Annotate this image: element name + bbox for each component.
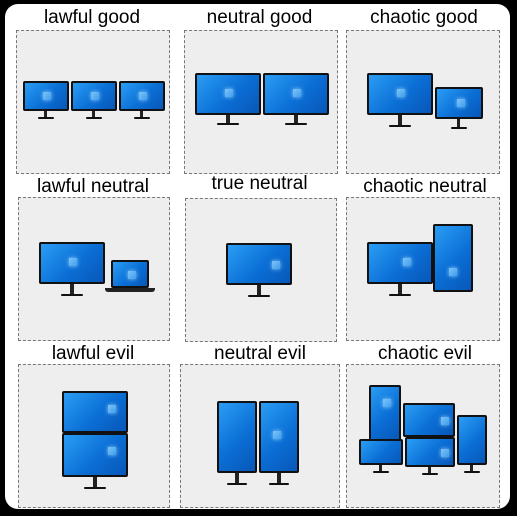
cell-label: chaotic good: [370, 7, 478, 28]
cell-label: lawful evil: [51, 343, 135, 364]
cell-label: lawful neutral: [37, 176, 149, 197]
cell-chaotic-good: chaotic good: [346, 6, 502, 174]
setup-panel: [180, 364, 340, 508]
cell-label: chaotic neutral: [363, 176, 487, 197]
cell-label: chaotic evil: [378, 343, 472, 364]
setup-panel: [18, 364, 170, 508]
monitor: [405, 437, 455, 475]
setup-panel: [346, 197, 500, 341]
monitor: [119, 81, 165, 119]
monitor: [457, 415, 487, 473]
cell-lawful-evil: lawful evil: [14, 342, 172, 510]
setup-panel: [16, 30, 170, 174]
monitor: [367, 73, 433, 127]
laptop: [105, 260, 155, 296]
cell-label: true neutral: [211, 173, 308, 194]
cell-label: lawful good: [43, 7, 141, 28]
setup-panel: [346, 364, 500, 508]
monitor: [195, 73, 261, 125]
setup-panel: [185, 198, 337, 342]
cell-true-neutral: true neutral: [181, 172, 338, 344]
monitor: [259, 401, 299, 487]
monitor: [403, 403, 455, 437]
setup-panel: [346, 30, 500, 174]
monitor: [359, 439, 403, 473]
cell-neutral-evil: neutral evil: [180, 342, 340, 510]
cell-label: neutral evil: [214, 343, 306, 364]
monitor: [23, 81, 69, 119]
monitor: [71, 81, 117, 119]
monitor: [433, 224, 473, 292]
monitor: [62, 391, 128, 491]
monitor: [369, 385, 401, 441]
setup-panel: [184, 30, 338, 174]
monitor: [263, 73, 329, 125]
monitor: [62, 433, 128, 493]
cell-label: neutral good: [206, 7, 313, 28]
cell-chaotic-evil: chaotic evil: [346, 342, 504, 510]
monitor: [39, 242, 105, 296]
monitor: [217, 401, 257, 487]
monitor: [226, 243, 292, 297]
monitor: [435, 87, 483, 129]
setup-panel: [18, 197, 170, 341]
cell-lawful-neutral: lawful neutral: [14, 175, 172, 343]
cell-lawful-good: lawful good: [14, 6, 170, 174]
cell-neutral-good: neutral good: [181, 6, 338, 174]
monitor: [367, 242, 433, 296]
cell-chaotic-neutral: chaotic neutral: [346, 175, 504, 343]
